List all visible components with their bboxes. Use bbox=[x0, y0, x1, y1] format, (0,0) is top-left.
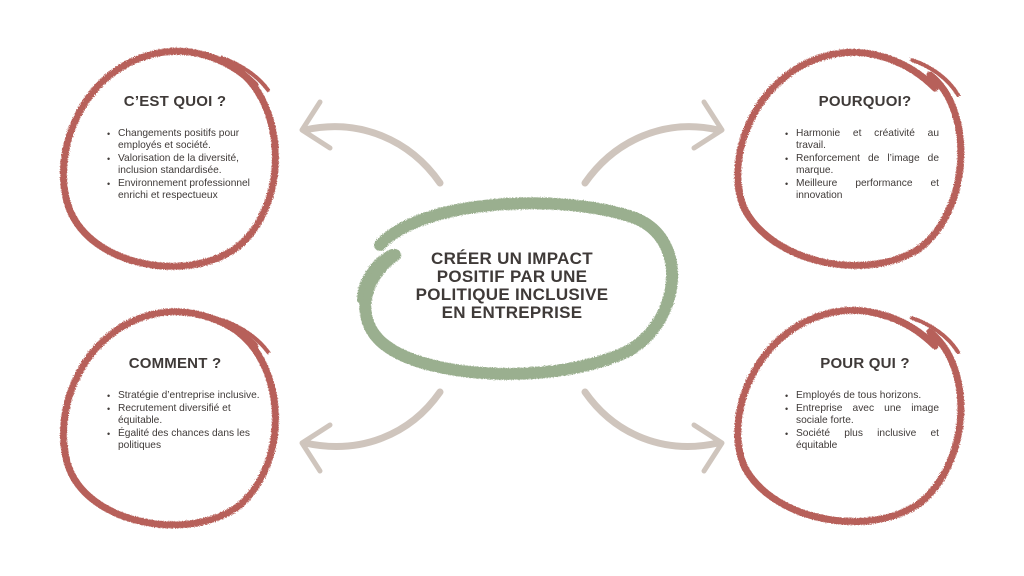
ring-comment bbox=[60, 308, 279, 529]
list-item: Changements positifs pour employés et so… bbox=[107, 128, 268, 152]
arrow-to-pourqui bbox=[581, 388, 725, 474]
card-list-pourqui: Employés de tous horizons. Entreprise av… bbox=[783, 390, 939, 453]
list-item: Environnement professionnel enrichi et r… bbox=[107, 178, 268, 202]
arrows bbox=[299, 99, 725, 474]
card-title-pourqui: POUR QUI ? bbox=[820, 355, 910, 372]
list-item: Stratégie d’entreprise inclusive. bbox=[107, 390, 263, 402]
list-item: Égalité des chances dans les politiques bbox=[107, 428, 263, 452]
ring-pourquoi bbox=[734, 49, 965, 269]
list-item: Meilleure performance et innovation bbox=[785, 178, 939, 202]
card-list-quoi: Changements positifs pour employés et so… bbox=[105, 128, 268, 203]
list-item: Harmonie et créativité au travail. bbox=[785, 128, 939, 152]
list-item: Valorisation de la diversité, inclusion … bbox=[107, 153, 268, 177]
center-title: CRÉER UN IMPACT POSITIF PAR UNE POLITIQU… bbox=[415, 249, 609, 322]
card-title-pourquoi: POURQUOI? bbox=[818, 93, 912, 110]
center-ring bbox=[357, 197, 679, 380]
arrow-to-pourquoi bbox=[581, 99, 725, 187]
ring-pourqui bbox=[734, 307, 965, 525]
card-list-comment: Stratégie d’entreprise inclusive. Recrut… bbox=[105, 390, 263, 453]
list-item: Société plus inclusive et équitable bbox=[785, 428, 939, 452]
card-title-comment: COMMENT ? bbox=[128, 355, 222, 372]
ring-quoi bbox=[60, 47, 279, 270]
list-item: Recrutement diversifié et équitable. bbox=[107, 403, 263, 427]
arrow-to-comment bbox=[299, 388, 444, 474]
list-item: Renforcement de l’image de marque. bbox=[785, 153, 939, 177]
arrow-to-quoi bbox=[299, 99, 444, 187]
list-item: Entreprise avec une image sociale forte. bbox=[785, 403, 939, 427]
card-list-pourquoi: Harmonie et créativité au travail. Renfo… bbox=[783, 128, 939, 203]
card-title-quoi: C’EST QUOI ? bbox=[123, 93, 227, 110]
list-item: Employés de tous horizons. bbox=[785, 390, 939, 402]
